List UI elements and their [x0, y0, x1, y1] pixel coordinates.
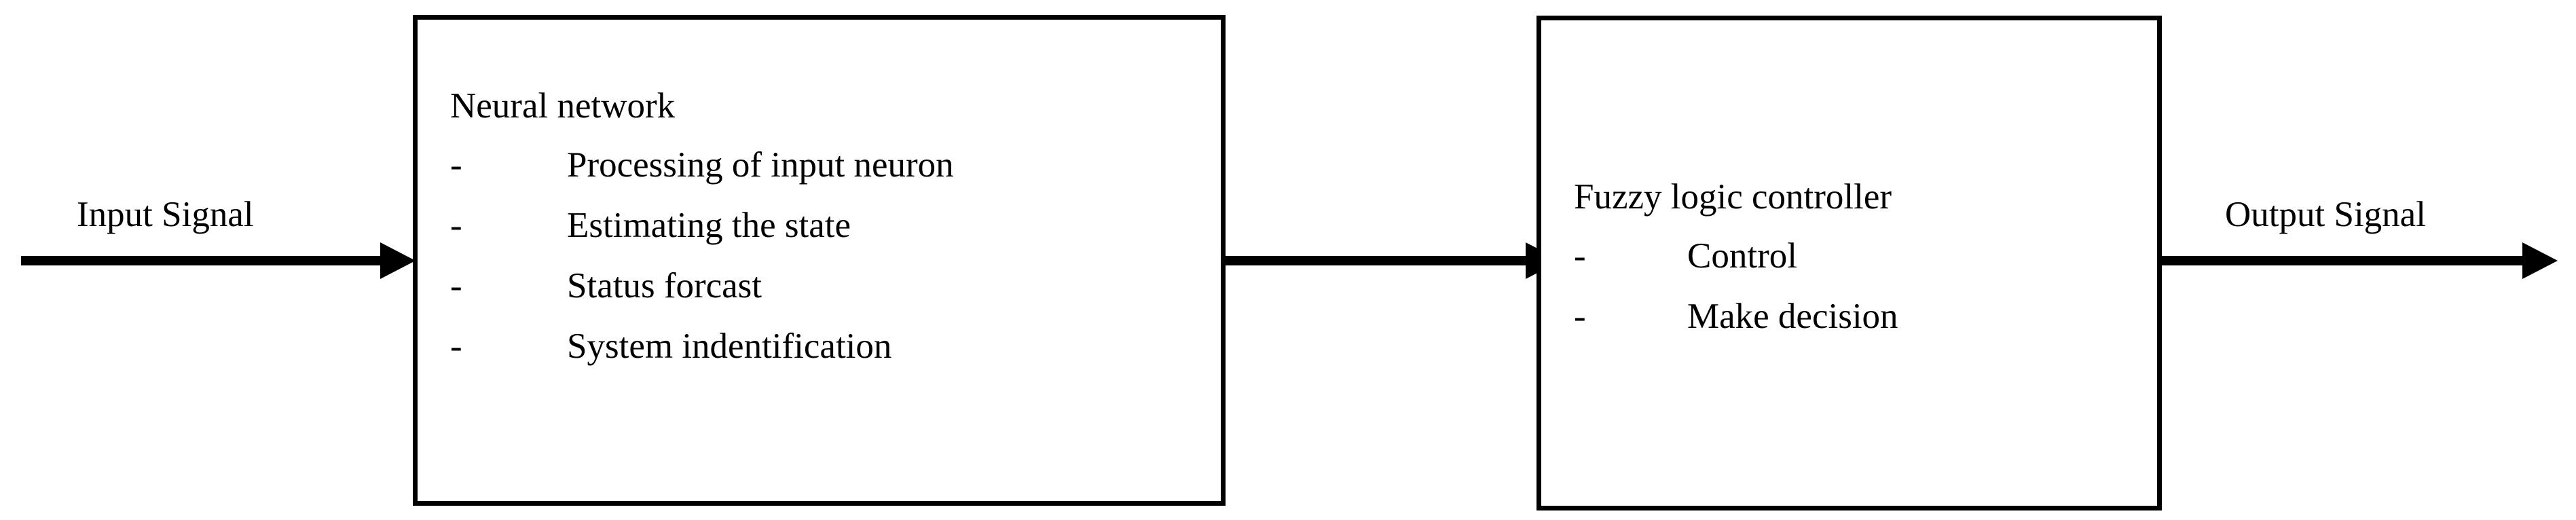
fuzzy-logic-controller-block: [1537, 16, 2162, 510]
middle-arrow: [1224, 242, 1561, 279]
list-item-label: Status forcast: [567, 266, 762, 305]
list-item: - System indentification: [450, 316, 1197, 377]
bullet-dash-icon: -: [1574, 236, 1586, 276]
neural-network-heading: Neural network: [450, 86, 676, 126]
arrow-shaft: [1224, 256, 1526, 265]
bullet-dash-icon: -: [450, 206, 462, 245]
arrow-head-icon: [380, 242, 416, 279]
output-arrow: [2160, 242, 2558, 279]
output-signal-label: Output Signal: [2225, 195, 2426, 234]
neural-network-item-list: - Processing of input neuron - Estimatin…: [450, 135, 1197, 377]
bullet-dash-icon: -: [1574, 297, 1586, 336]
list-item: - Status forcast: [450, 256, 1197, 316]
input-arrow: [21, 242, 416, 279]
list-item: - Processing of input neuron: [450, 135, 1197, 196]
list-item-label: Control: [1687, 236, 1797, 276]
list-item: - Make decision: [1574, 286, 2144, 347]
list-item: - Estimating the state: [450, 196, 1197, 256]
bullet-dash-icon: -: [450, 145, 462, 185]
bullet-dash-icon: -: [450, 266, 462, 305]
arrow-head-icon: [2522, 242, 2558, 279]
arrow-shaft: [21, 256, 380, 265]
fuzzy-logic-controller-heading: Fuzzy logic controller: [1574, 177, 1892, 217]
list-item-label: System indentification: [567, 327, 892, 366]
arrow-shaft: [2160, 256, 2522, 265]
fuzzy-logic-controller-item-list: - Control - Make decision: [1574, 226, 2144, 347]
list-item: - Control: [1574, 226, 2144, 286]
bullet-dash-icon: -: [450, 327, 462, 366]
neural-network-block: [413, 15, 1226, 506]
input-signal-label: Input Signal: [77, 195, 254, 234]
list-item-label: Processing of input neuron: [567, 145, 954, 185]
list-item-label: Estimating the state: [567, 206, 851, 245]
list-item-label: Make decision: [1687, 297, 1898, 336]
